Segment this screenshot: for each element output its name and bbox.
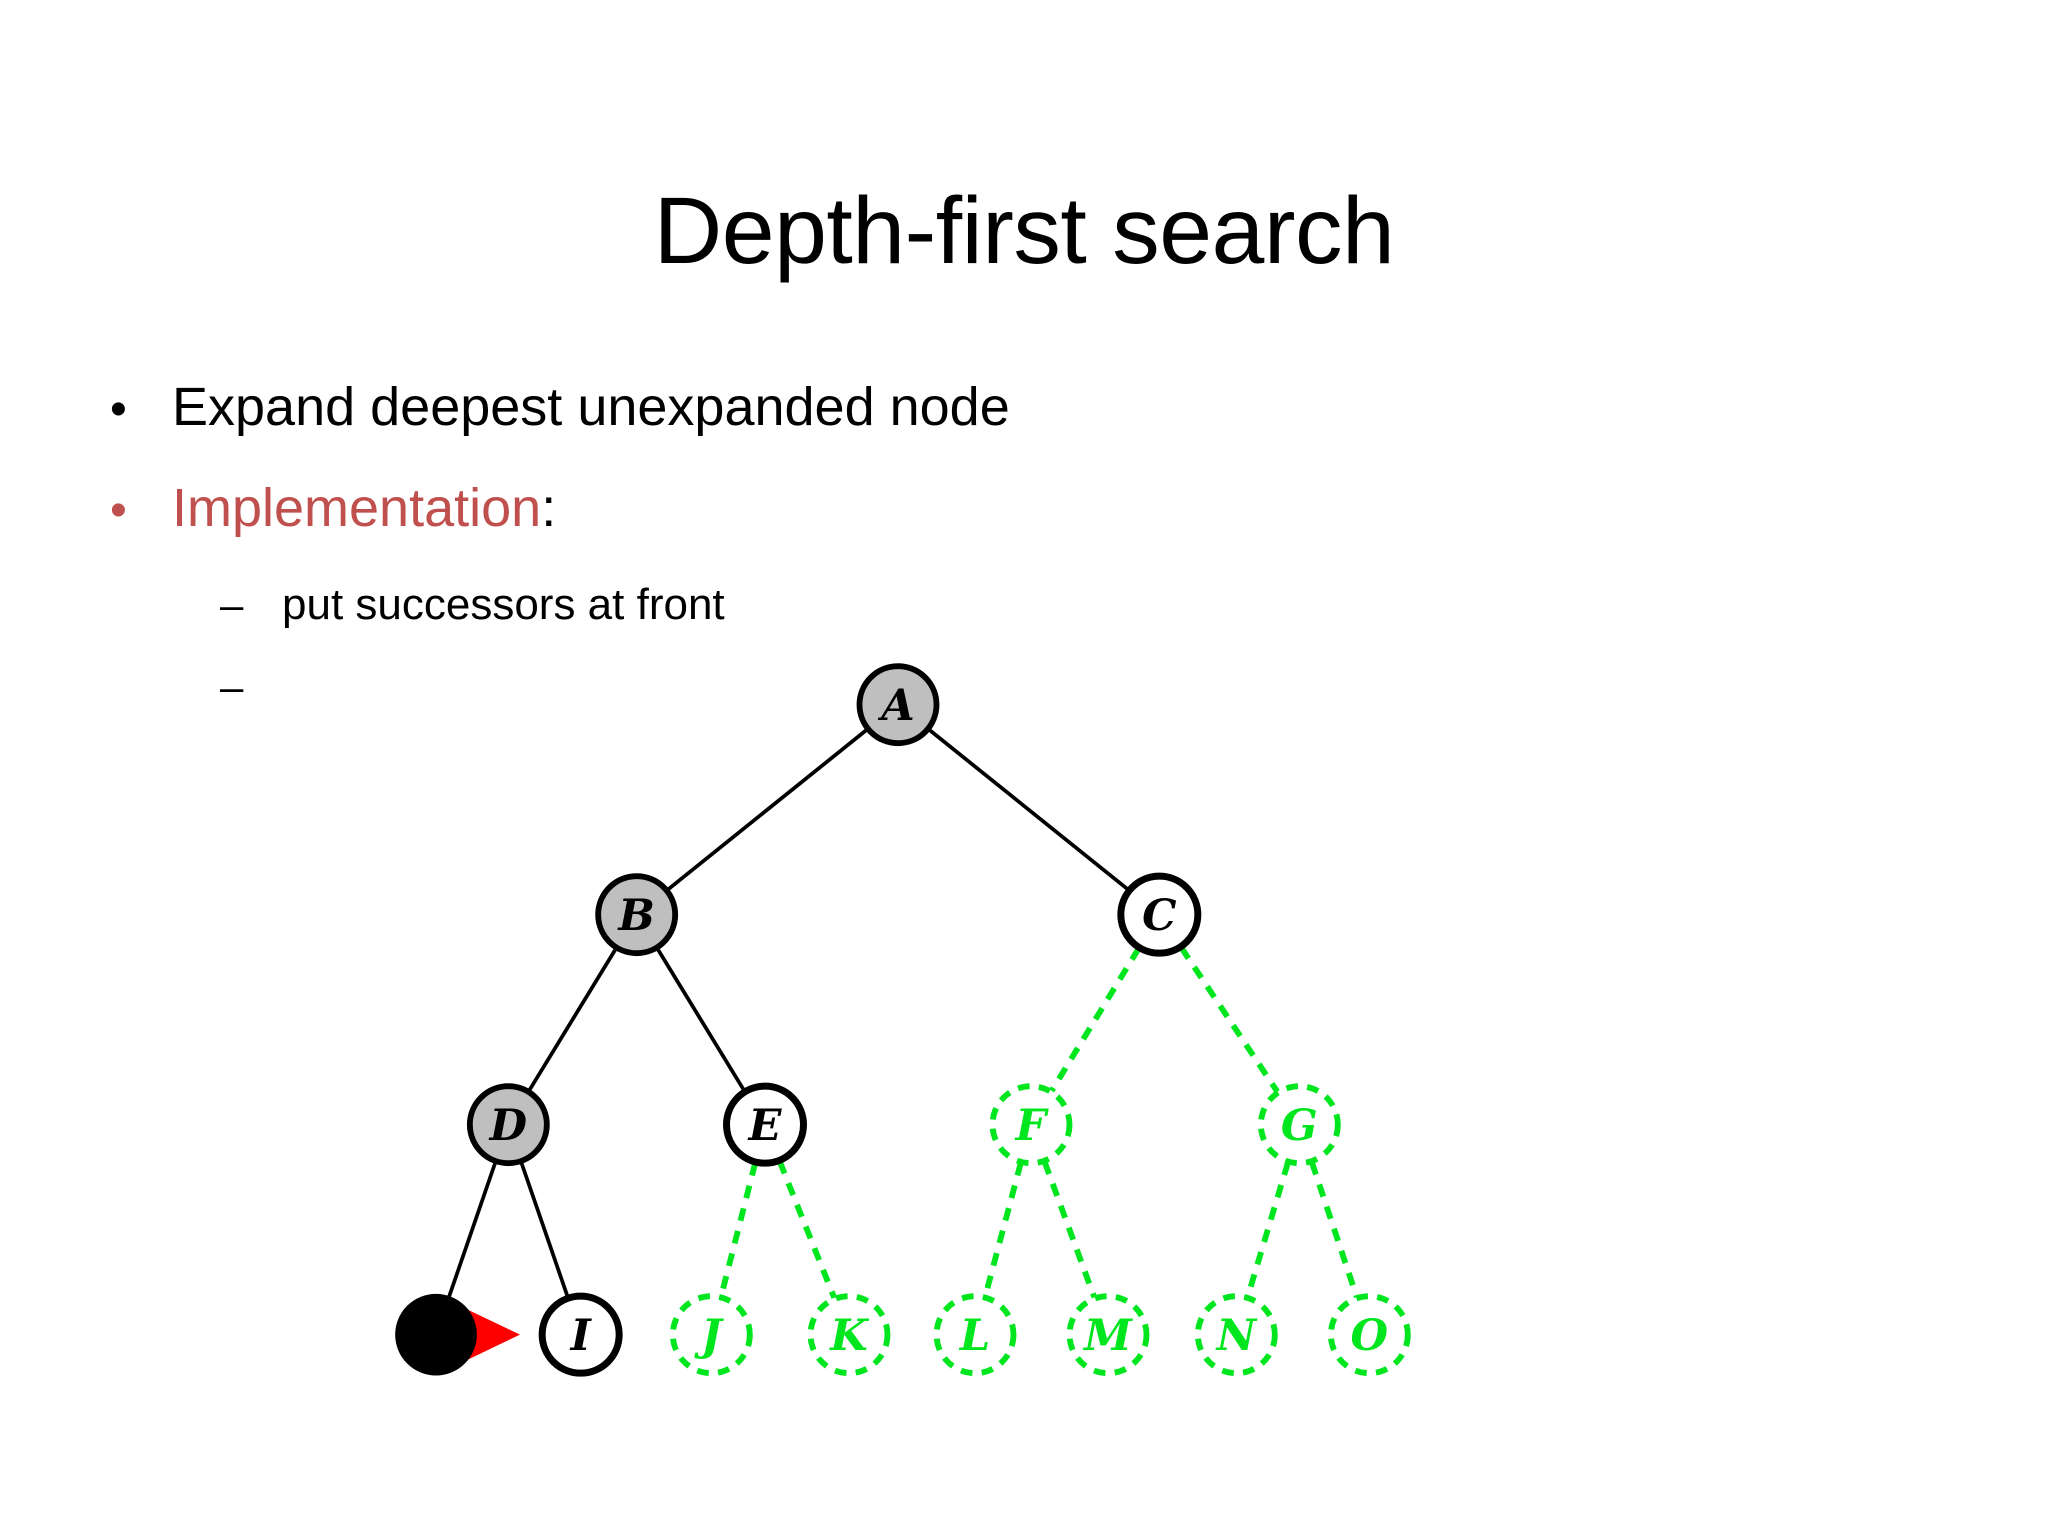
tree-node-label: B [616, 890, 654, 941]
sub-bullet-text-put-successors: put successors at front [282, 579, 725, 629]
current-node-pointer-icon [466, 1309, 520, 1361]
tree-edge-c-g [1178, 946, 1280, 1094]
tree-node-label: E [747, 1100, 783, 1151]
tree-node-circle [395, 1293, 477, 1376]
tree-edge-f-l [982, 1162, 1024, 1298]
tree-edge-a-c [927, 728, 1130, 892]
tree-node-layer: A B C D E F G I J K L M N O [395, 663, 1411, 1377]
tree-node-h[interactable] [395, 1293, 477, 1376]
tree-node-b[interactable]: B [595, 873, 679, 957]
sub-bullet-marker-icon: – [220, 580, 244, 628]
bullet-text-implementation-word: Implementation [172, 478, 542, 539]
tree-node-e[interactable]: E [723, 1082, 807, 1167]
tree-node-circle [538, 1292, 623, 1377]
bullet-marker-icon: • [110, 484, 127, 538]
search-tree-figure: A B C D E F G I J K L M N O [128, 576, 1668, 1496]
tree-edge-layer [447, 728, 1360, 1299]
slide-body: • Expand deepest unexpanded node • Imple… [110, 377, 1810, 732]
tree-node-circle [1327, 1293, 1411, 1377]
tree-node-f[interactable]: F [989, 1083, 1073, 1167]
sub-bullet-marker-icon: – [220, 663, 244, 711]
tree-node-circle [669, 1293, 753, 1377]
bullet-item-implementation: • Implementation: [110, 479, 1810, 538]
tree-node-a[interactable]: A [856, 663, 940, 747]
search-tree-svg: A B C D E F G I J K L M N O [395, 663, 1411, 1377]
tree-node-label: G [1281, 1100, 1318, 1151]
tree-node-label: M [1082, 1310, 1133, 1361]
tree-edge-d-h [447, 1161, 498, 1298]
bullet-text-implementation-colon: : [541, 478, 557, 539]
tree-node-g[interactable]: G [1257, 1083, 1341, 1167]
bullet-text-expand: Expand deepest unexpanded node [172, 377, 1010, 437]
tree-node-m[interactable]: M [1066, 1293, 1150, 1377]
tree-node-label: A [877, 680, 914, 731]
tree-edge-g-o [1309, 1161, 1360, 1298]
tree-node-k[interactable]: K [807, 1293, 891, 1377]
tree-node-label: K [828, 1310, 869, 1361]
tree-node-label: D [488, 1100, 528, 1151]
tree-node-label: O [1351, 1310, 1389, 1361]
tree-node-circle [595, 873, 679, 957]
tree-edge-c-f [1049, 946, 1142, 1093]
tree-node-label: L [958, 1310, 990, 1361]
sub-bullet-item-put-successors: – put successors at front [220, 579, 1810, 629]
tree-edge-b-d [527, 947, 618, 1092]
tree-node-label: J [694, 1310, 724, 1361]
tree-node-j[interactable]: J [669, 1293, 753, 1377]
tree-node-circle [466, 1083, 550, 1167]
tree-node-circle [1117, 872, 1202, 957]
tree-edge-d-i [519, 1161, 570, 1298]
tree-node-d[interactable]: D [466, 1083, 550, 1167]
page-title: Depth-first search [653, 177, 1395, 284]
tree-node-circle [723, 1082, 807, 1167]
bullet-marker-icon: • [110, 383, 127, 436]
tree-edge-f-m [1041, 1160, 1098, 1299]
tree-node-n[interactable]: N [1194, 1293, 1278, 1377]
tree-node-circle [856, 663, 940, 747]
tree-node-circle [1194, 1293, 1278, 1377]
tree-node-circle [989, 1083, 1073, 1167]
bullet-text-implementation: Implementation: [172, 479, 556, 538]
bullet-item-expand: • Expand deepest unexpanded node [110, 377, 1810, 437]
tree-node-label: I [569, 1310, 593, 1361]
tree-node-label: C [1142, 890, 1176, 941]
tree-edge-e-j [718, 1162, 759, 1297]
tree-node-l[interactable]: L [933, 1293, 1017, 1377]
tree-node-circle [807, 1293, 891, 1377]
tree-edge-e-k [777, 1160, 837, 1299]
tree-edge-a-b [666, 728, 869, 892]
tree-node-label: N [1215, 1310, 1258, 1361]
tree-node-c[interactable]: C [1117, 872, 1202, 957]
tree-node-o[interactable]: O [1327, 1293, 1411, 1377]
tree-node-circle [1066, 1293, 1150, 1377]
tree-node-circle [933, 1293, 1017, 1377]
tree-edge-g-n [1244, 1161, 1291, 1298]
tree-node-label: F [1014, 1100, 1050, 1151]
tree-node-i[interactable]: I [538, 1292, 623, 1377]
sub-bullet-item-empty: – [220, 653, 1810, 708]
tree-node-circle [1257, 1083, 1341, 1167]
tree-edge-b-e [655, 947, 746, 1092]
